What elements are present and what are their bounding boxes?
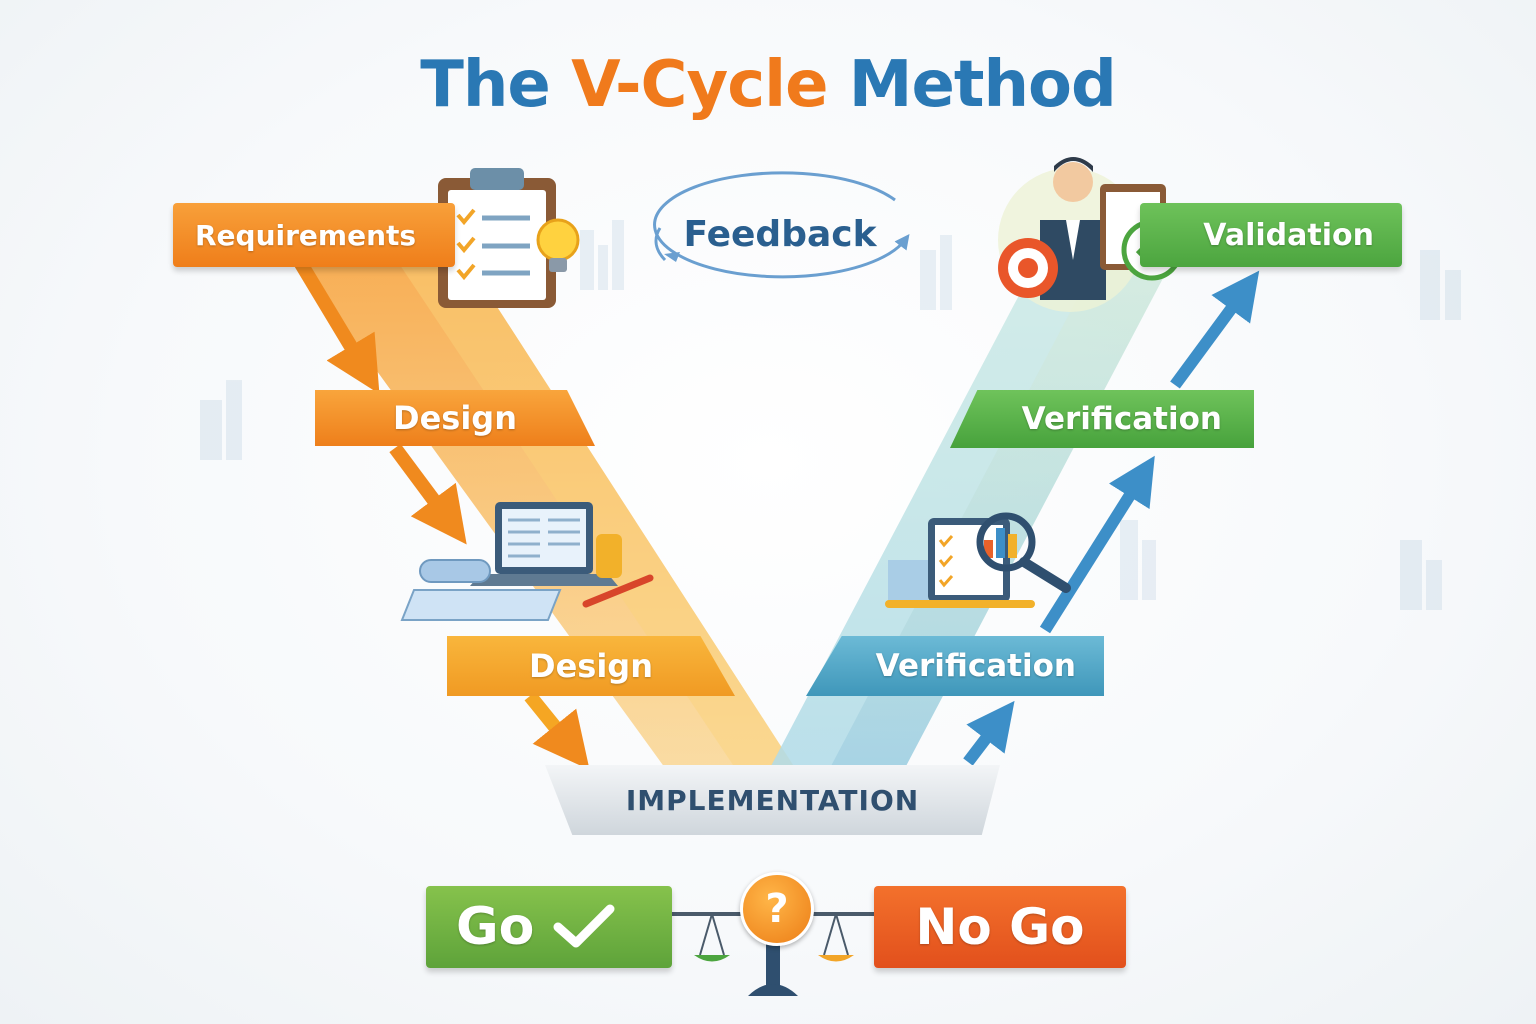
feedback-loop-icon — [653, 171, 910, 279]
feedback-text: Feedback — [683, 213, 877, 255]
stage-verification-upper: Verification — [950, 390, 1254, 448]
stage-design-upper: Design — [315, 390, 595, 446]
go-decision: Go — [426, 886, 672, 968]
stage-verification-lower: Verification — [806, 636, 1104, 696]
page-title: The V-Cycle Method — [0, 48, 1536, 122]
stage-validation: Validation — [1140, 203, 1402, 267]
no-go-label: No Go — [915, 898, 1085, 956]
arrow-verification-to-validation — [1170, 270, 1260, 389]
arrow-design-to-design — [389, 443, 467, 545]
no-go-decision: No Go — [874, 886, 1126, 968]
stage-design-lower-label: Design — [529, 647, 653, 685]
checkmark-icon — [553, 904, 615, 948]
stage-design-lower: Design — [447, 636, 735, 696]
clipboard-checklist-icon — [438, 168, 556, 308]
stage-requirements-label: Requirements — [195, 218, 417, 252]
stage-verification-lower-label: Verification — [875, 648, 1076, 684]
go-label: Go — [456, 897, 535, 957]
lightbulb-icon — [536, 218, 580, 272]
arrow-implementation-to-verification — [963, 700, 1015, 766]
title-part-vcycle: V-Cycle — [571, 48, 828, 122]
feedback-label: Feedback — [652, 178, 908, 290]
stage-verification-upper-label: Verification — [1021, 401, 1222, 437]
report-magnifier-icon — [885, 512, 1071, 608]
decision-question-badge: ? — [740, 872, 814, 946]
arrow-verification-to-verification — [1039, 455, 1155, 634]
title-part-the: The — [420, 48, 572, 122]
skyline-background — [200, 220, 1461, 610]
arrow-design-to-implementation — [524, 691, 590, 770]
stage-requirements: Requirements — [173, 203, 455, 267]
stage-implementation: IMPLEMENTATION — [545, 765, 1000, 835]
arrow-requirements-to-design — [294, 258, 380, 394]
stage-implementation-label: IMPLEMENTATION — [625, 783, 920, 817]
laptop-blueprint-icon — [400, 502, 654, 621]
title-part-method: Method — [827, 48, 1117, 122]
stage-design-upper-label: Design — [393, 399, 517, 437]
stage-validation-label: Validation — [1203, 217, 1374, 253]
question-mark: ? — [765, 886, 789, 932]
